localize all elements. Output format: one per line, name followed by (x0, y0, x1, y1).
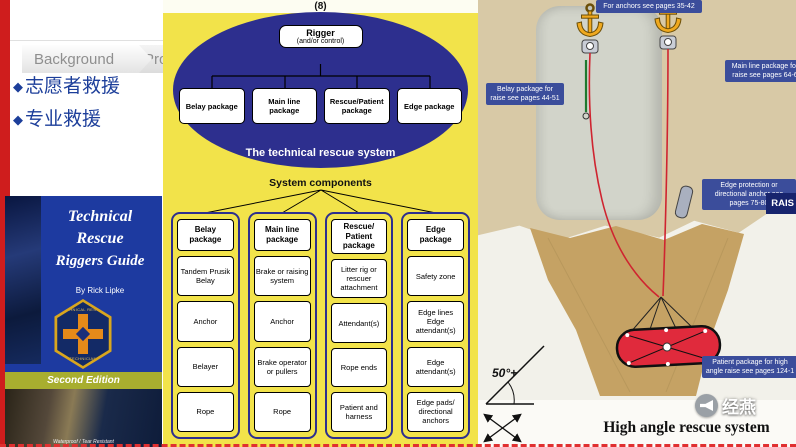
badge-text-bottom: TECHNICIAN (69, 356, 97, 361)
litter-stretcher (615, 324, 722, 368)
bullet-volunteer-rescue: ◆ 志愿者救援 (13, 70, 120, 103)
megaphone-icon (695, 394, 718, 417)
column-header: Edge package (407, 219, 464, 251)
book-cover: Technical Rescue Riggers Guide By Rick L… (5, 196, 162, 447)
edge-roller (674, 185, 694, 219)
label-main-line-package: Main line package for raise see pages 64… (725, 60, 796, 83)
component-box: Belayer (177, 346, 234, 387)
label-belay-package: Belay package for raise see pages 44-51 (486, 83, 564, 106)
badge-text-top: TECHNICAL RESCUE (60, 307, 106, 312)
page-margin: (8) (163, 0, 478, 13)
rigger-label: Rigger (306, 28, 335, 38)
package-node-edge: Edge package (396, 88, 462, 124)
diamond-bullet-icon: ◆ (13, 79, 23, 94)
component-box: Edge lines Edge attendant(s) (407, 301, 464, 342)
component-box: Edge pads/ directional anchors (407, 391, 464, 432)
component-box: Anchor (253, 301, 311, 342)
bottom-dashed-border (0, 444, 796, 447)
column-header: Main line package (253, 219, 311, 251)
bullet-list: ◆ 志愿者救援 ◆ 专业救援 (13, 70, 120, 136)
package-node-row: Belay package Main line package Rescue/P… (179, 88, 462, 124)
column-belay-package: Belay package Tandem Prusik Belay Anchor… (171, 212, 240, 439)
page-bottom-margin (478, 400, 796, 447)
component-box: Anchor (177, 301, 234, 342)
watermark: 经燕 (695, 393, 756, 418)
angle-label: 50°+ (492, 366, 518, 380)
component-box: Patient and harness (330, 392, 388, 433)
fan-connector-lines (204, 189, 437, 214)
bullet-text: 志愿者救援 (25, 76, 121, 97)
badge-field: TECHNICAL RESCUE TECHNICIAN (57, 302, 109, 366)
divider-line (10, 40, 163, 41)
edition-banner: Second Edition (5, 372, 162, 389)
label-anchors: For anchors see pages 35-42 (596, 0, 702, 14)
component-box: Brake operator or pullers (253, 346, 311, 387)
book-footnote: Waterproof / Tear Resistant (53, 439, 114, 445)
bullet-text: 专业救援 (25, 109, 102, 130)
book-title-line3: Riggers Guide (55, 252, 145, 269)
label-patient-package: Patient package for high angle raise see… (702, 356, 796, 379)
component-box: Brake or raising system (253, 256, 311, 297)
rigger-sublabel: (and/or control) (296, 38, 345, 45)
column-edge-package: Edge package Safety zone Edge lines Edge… (401, 212, 470, 439)
rais-tab: RAIS (766, 193, 796, 214)
system-ellipse: Rigger (and/or control) Belay package Ma… (173, 12, 468, 168)
component-box: Rope (253, 391, 311, 432)
rigger-node: Rigger (and/or control) (278, 25, 363, 48)
book-author: By Rick Lipke (75, 286, 125, 295)
page-number: (8) (314, 1, 327, 12)
watermark-text: 经燕 (722, 398, 756, 417)
illustration-caption: High angle rescue system (603, 419, 770, 436)
book-cover-photo-left (5, 196, 41, 364)
book-title-line2: Rescue (76, 230, 124, 248)
package-node-mainline: Main line package (251, 88, 317, 124)
breadcrumb-label: Background (34, 50, 115, 68)
rigging-drawing (483, 0, 729, 443)
breadcrumb-item-background[interactable]: Background (22, 45, 152, 73)
rescue-system-diagram: (8) Rigger (and/or control) Belay packag… (163, 0, 478, 447)
main-line-rope (662, 48, 669, 297)
column-mainline-package: Main line package Brake or raising syste… (247, 212, 317, 439)
belay-rope (588, 52, 660, 298)
column-header: Rescue/ Patient package (330, 219, 388, 254)
package-node-rescue-patient: Rescue/Patient package (324, 88, 390, 124)
components-title: System components (269, 177, 372, 189)
component-box: Litter rig or rescuer attachment (330, 258, 388, 299)
tree-connector-lines (211, 64, 431, 90)
component-box: Attendant(s) (330, 303, 388, 343)
component-box: Rope ends (330, 347, 388, 388)
book-title: Technical Rescue Riggers Guide (41, 206, 159, 272)
breadcrumb-label: Pro (144, 50, 168, 68)
high-angle-illustration: For anchors see pages 35-42 Belay packag… (478, 0, 796, 447)
component-columns: Belay package Tandem Prusik Belay Anchor… (171, 212, 470, 439)
component-box: Safety zone (407, 256, 464, 297)
column-rescue-patient-package: Rescue/ Patient package Litter rig or re… (324, 212, 394, 439)
diamond-bullet-icon: ◆ (13, 112, 23, 127)
bullet-professional-rescue: ◆ 专业救援 (13, 103, 120, 136)
column-header: Belay package (177, 219, 234, 251)
package-node-belay: Belay package (179, 88, 245, 124)
slope-angle-line (485, 345, 545, 405)
book-cover-photo-bottom: Waterproof / Tear Resistant (5, 389, 162, 447)
component-box: Tandem Prusik Belay (177, 256, 234, 297)
ellipse-caption: The technical rescue system (245, 147, 396, 159)
component-box: Edge attendant(s) (407, 346, 464, 387)
rescue-technician-badge-icon: TECHNICAL RESCUE TECHNICIAN (54, 299, 112, 369)
book-title-line1: Technical (67, 208, 133, 225)
component-box: Rope (177, 391, 234, 432)
